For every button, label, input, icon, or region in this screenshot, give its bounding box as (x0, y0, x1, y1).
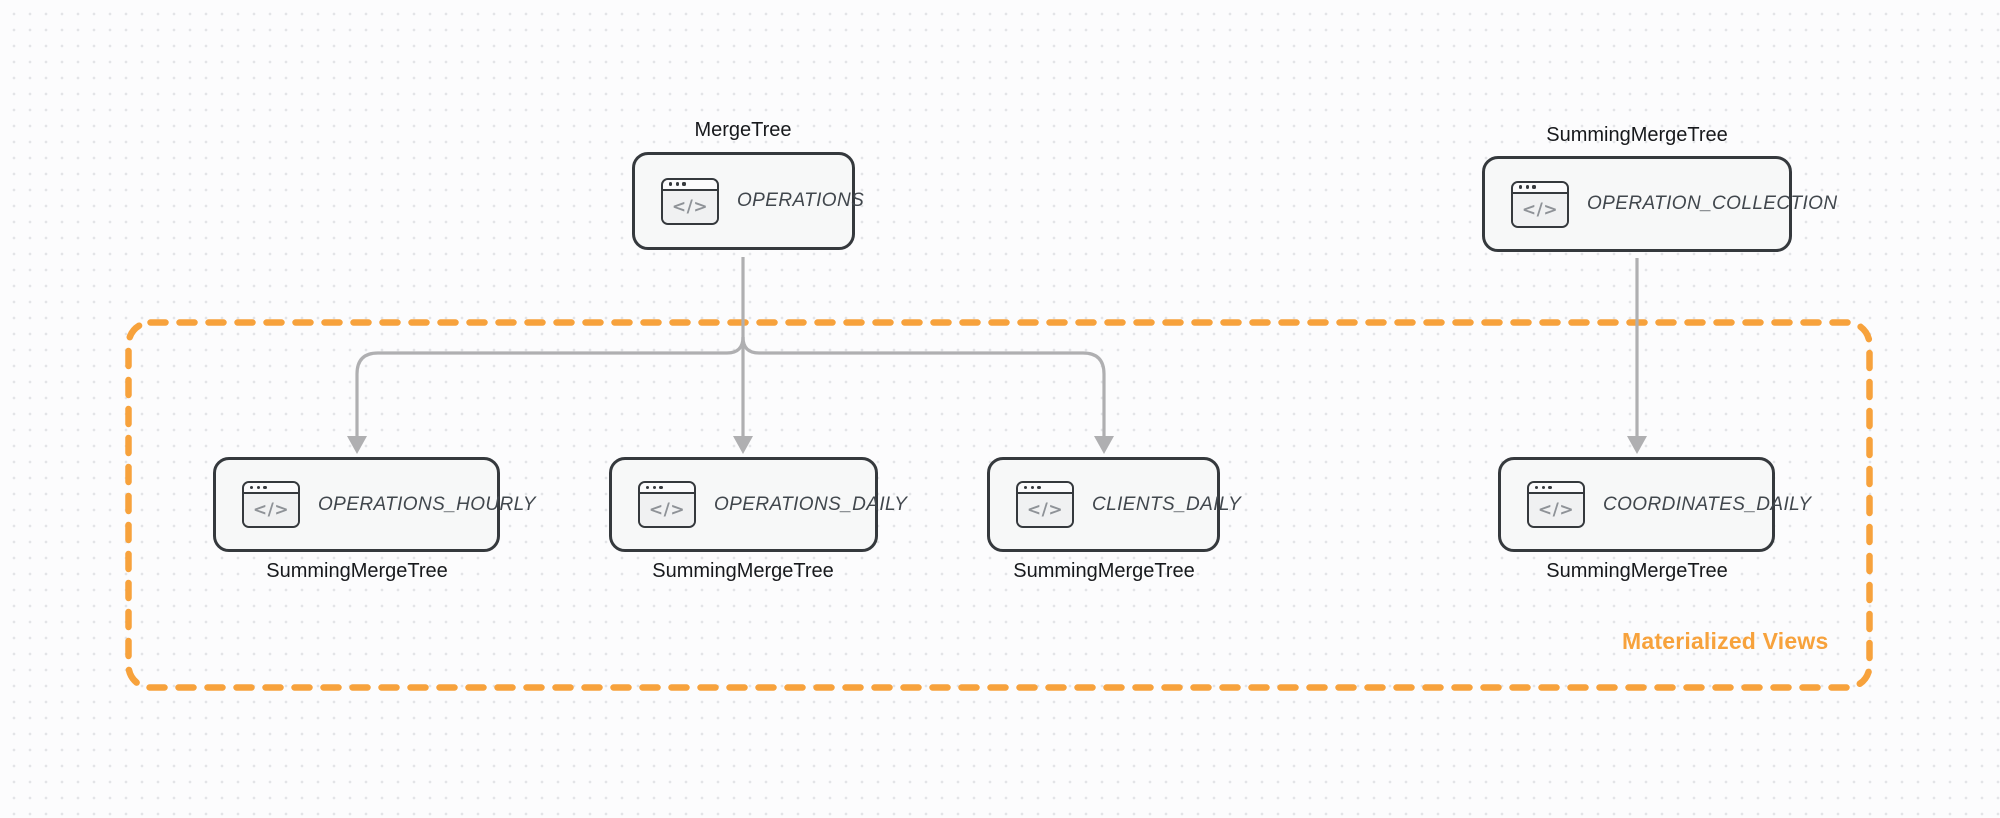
code-glyph: </> (244, 494, 298, 526)
materialized-views-group-border[interactable] (125, 319, 1873, 691)
code-glyph: </> (1513, 193, 1567, 226)
window-dots (1529, 483, 1583, 494)
engine-label-operations: MergeTree (694, 119, 792, 141)
table-name: OPERATIONS (737, 190, 865, 211)
engine-label-operation-collection: SummingMergeTree (1546, 124, 1728, 146)
engine-label-clients-daily: SummingMergeTree (1013, 560, 1195, 582)
table-name: OPERATION_COLLECTION (1587, 193, 1838, 214)
table-node-clients-daily[interactable]: </> CLIENTS_DAILY (987, 457, 1241, 552)
window-dots (663, 179, 717, 191)
materialized-views-group-label: Materialized Views (1622, 628, 1829, 654)
code-window-icon: </> (638, 481, 696, 528)
window-dots (244, 483, 298, 494)
arrowhead-operations-daily (733, 436, 753, 454)
table-name: CLIENTS_DAILY (1092, 493, 1242, 515)
arrowhead-clients-daily (1094, 436, 1114, 454)
window-dots (1513, 182, 1567, 194)
table-node-operations-daily[interactable]: </> OPERATIONS_DAILY (609, 457, 907, 552)
table-node-operation-collection[interactable]: </> OPERATION_COLLECTION (1482, 156, 1837, 252)
table-name: COORDINATES_DAILY (1603, 493, 1812, 515)
arrowhead-coordinates-daily (1627, 436, 1647, 454)
window-dots (640, 483, 694, 494)
code-window-icon: </> (1016, 481, 1074, 528)
code-window-icon: </> (242, 481, 300, 528)
code-glyph: </> (1018, 494, 1072, 526)
table-node-operations[interactable]: </> OPERATIONS (632, 152, 864, 250)
code-glyph: </> (663, 190, 717, 223)
engine-label-coordinates-daily: SummingMergeTree (1546, 560, 1728, 582)
code-window-icon: </> (1511, 180, 1569, 228)
code-glyph: </> (640, 494, 694, 526)
table-node-coordinates-daily[interactable]: </> COORDINATES_DAILY (1498, 457, 1811, 552)
engine-label-operations-hourly: SummingMergeTree (266, 560, 448, 582)
code-window-icon: </> (1527, 481, 1585, 528)
table-name: OPERATIONS_HOURLY (318, 493, 536, 515)
arrowhead-operations-hourly (347, 436, 367, 454)
code-window-icon: </> (661, 177, 719, 225)
arrow-operations-to-clients-daily[interactable] (741, 336, 1106, 437)
table-node-operations-hourly[interactable]: </> OPERATIONS_HOURLY (213, 457, 536, 552)
engine-label-operations-daily: SummingMergeTree (652, 560, 834, 582)
table-name: OPERATIONS_DAILY (714, 493, 908, 515)
code-glyph: </> (1529, 494, 1583, 526)
arrow-operations-to-operations-hourly[interactable] (355, 336, 745, 437)
window-dots (1018, 483, 1072, 494)
